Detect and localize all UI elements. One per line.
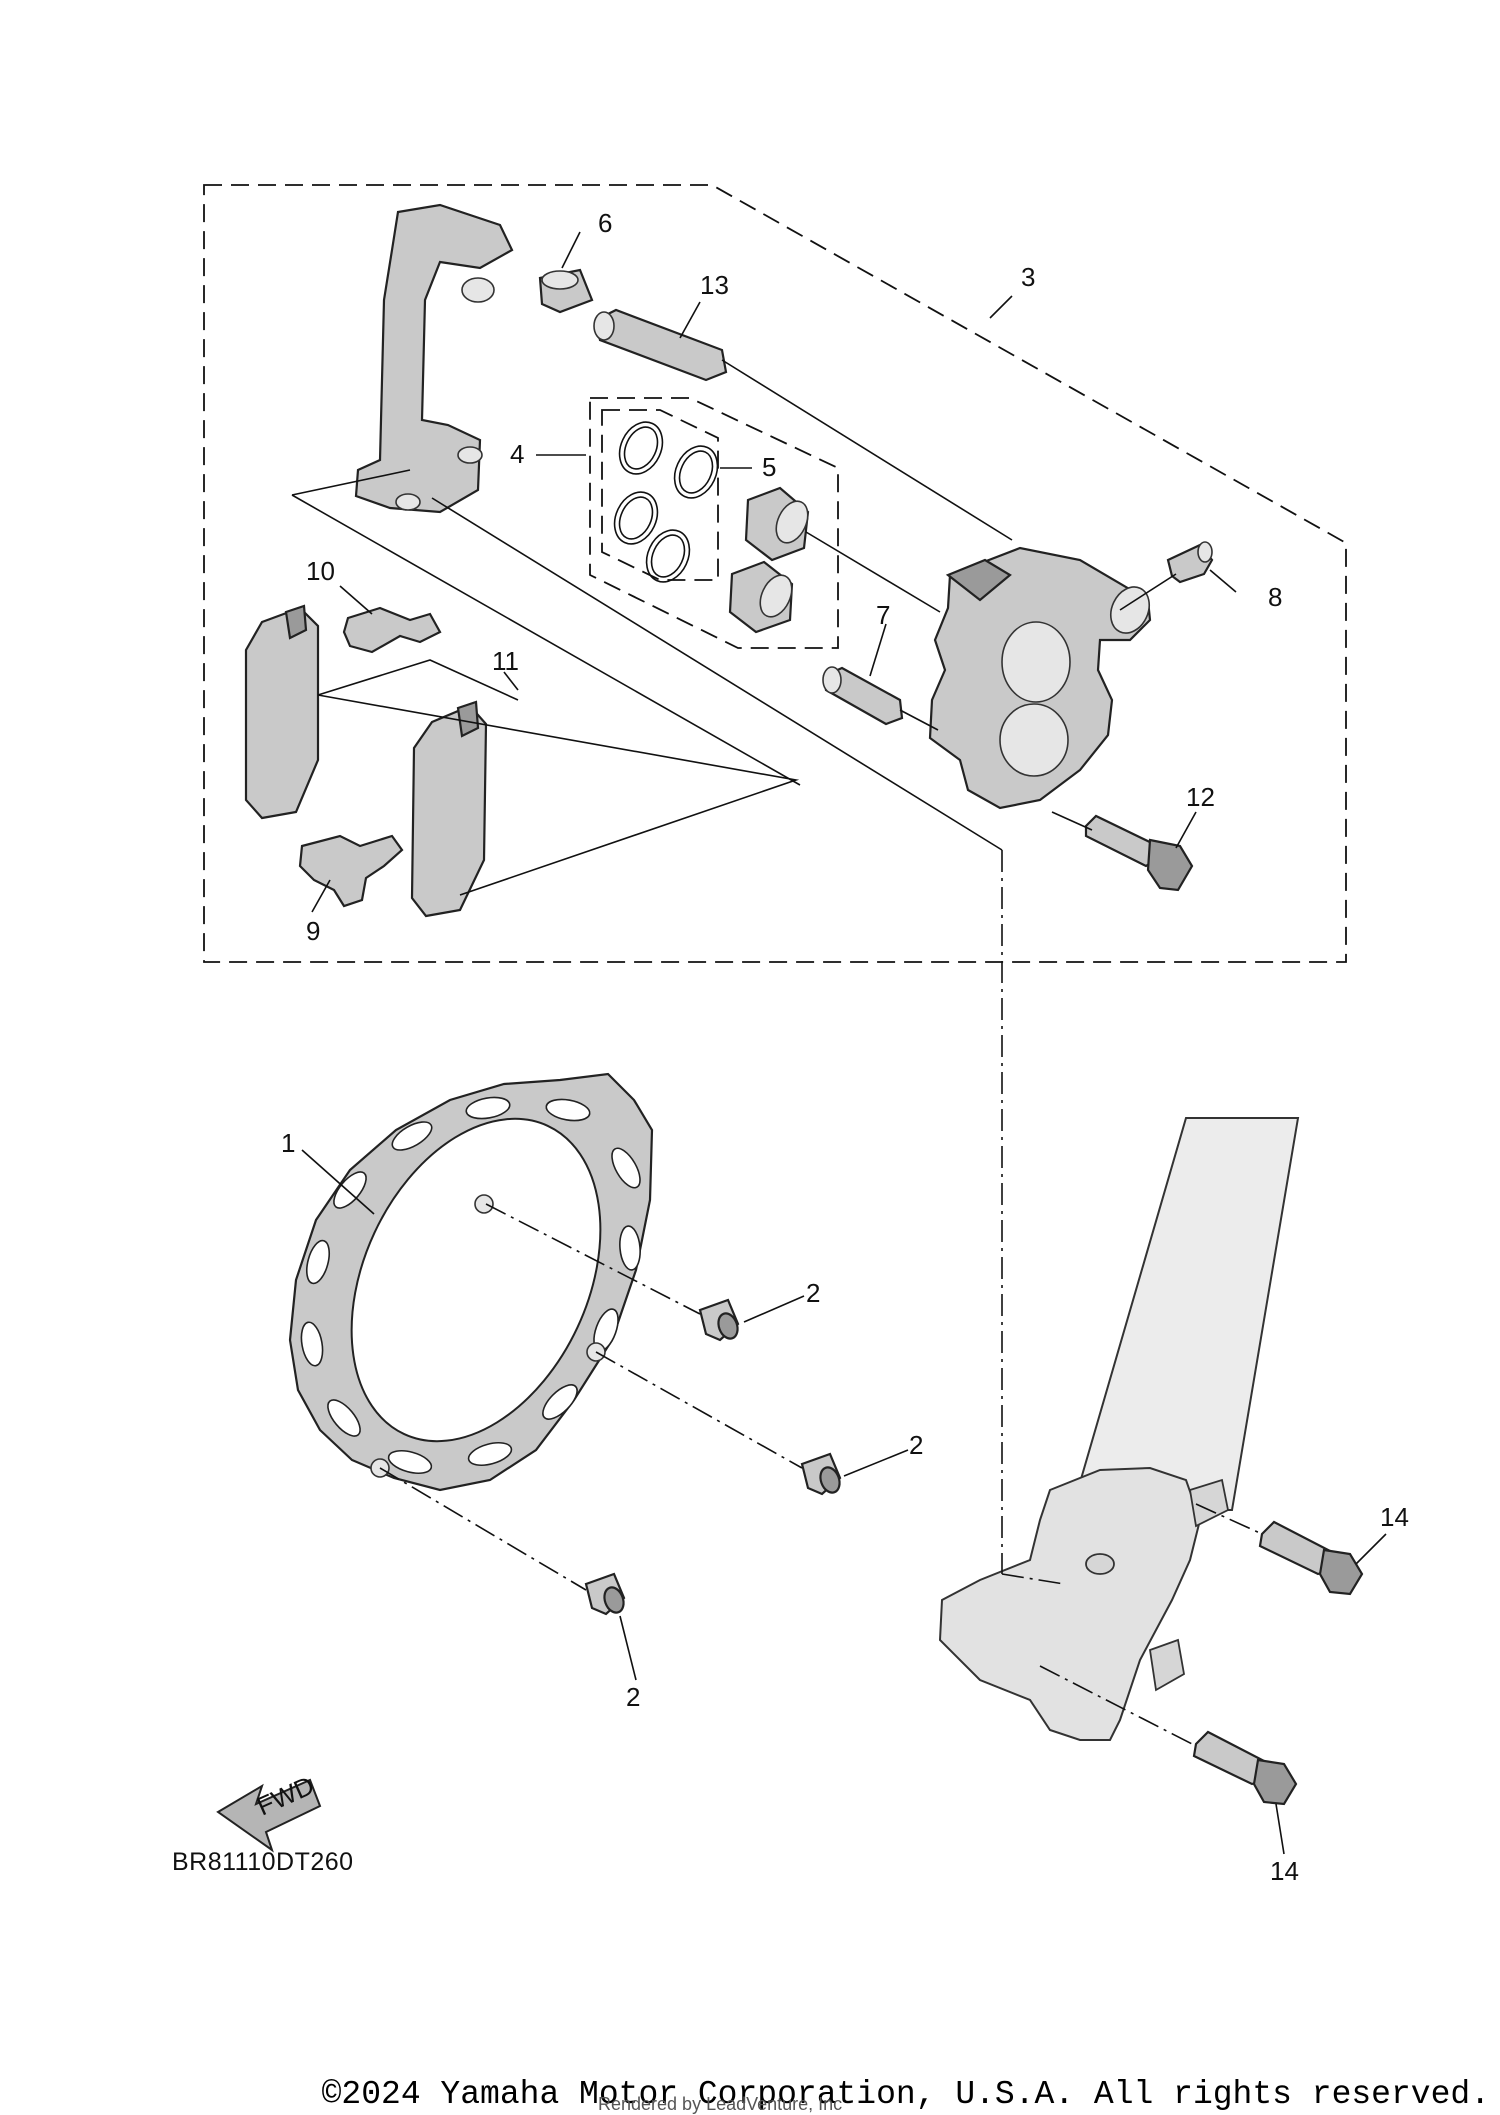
caliper-assembly-boundary — [203, 184, 1347, 963]
callout-2a: 2 — [806, 1278, 820, 1308]
brake-pad-left — [244, 604, 320, 820]
leader-lines — [291, 231, 1387, 1855]
callout-13: 13 — [700, 270, 729, 300]
seal-kit-boundary — [589, 397, 839, 649]
boot-part — [538, 268, 594, 314]
copyright-notice: ©2024 Yamaha Motor Corporation, U.S.A. A… — [321, 2076, 1490, 2113]
caliper-body — [928, 546, 1152, 810]
callout-11: 11 — [492, 646, 519, 676]
fork-leg — [938, 1117, 1300, 1741]
mounting-lines — [379, 850, 1263, 1747]
bolt-12 — [1084, 814, 1194, 892]
pad-support-9 — [298, 834, 404, 908]
callout-14b: 14 — [1270, 1856, 1299, 1886]
callout-10: 10 — [306, 556, 335, 586]
bleed-screw — [1166, 541, 1214, 584]
callout-2c: 2 — [626, 1682, 640, 1712]
caliper-bracket — [354, 203, 514, 514]
fork-bolt-a — [1258, 1520, 1364, 1596]
disc-bolt-a — [698, 1298, 740, 1342]
callout-1: 1 — [281, 1128, 295, 1158]
pin-part — [593, 308, 728, 382]
fork-bolt-b — [1192, 1730, 1298, 1806]
callout-numbers: 1 2 2 2 3 4 5 6 7 8 9 10 11 12 13 14 14 — [281, 208, 1409, 1886]
pin-part-7 — [822, 666, 904, 726]
brake-pad-right — [410, 700, 488, 918]
callout-9: 9 — [306, 916, 320, 946]
disc-slots — [300, 1096, 641, 1475]
callout-2b: 2 — [909, 1430, 923, 1460]
rendered-by-caption: Rendered by LeadVenture, Inc — [598, 2094, 843, 2114]
pistons — [728, 486, 810, 634]
callout-14a: 14 — [1380, 1502, 1409, 1532]
disc-bolt-c — [584, 1572, 626, 1616]
callout-4: 4 — [510, 439, 524, 469]
callout-12: 12 — [1186, 782, 1215, 812]
disc-bolt-b — [800, 1452, 842, 1496]
callout-7: 7 — [876, 600, 890, 630]
callout-8: 8 — [1268, 582, 1282, 612]
piston-seal-boundary — [601, 409, 719, 581]
callout-5: 5 — [762, 452, 776, 482]
callout-6: 6 — [598, 208, 612, 238]
callout-3: 3 — [1021, 262, 1035, 292]
brake-disc — [288, 1072, 654, 1492]
seal-rings — [613, 421, 719, 583]
diagram-code: BR81110DT260 — [172, 1848, 354, 1876]
pad-spring-10 — [342, 606, 442, 654]
fwd-arrow-icon: FWD — [216, 1770, 322, 1853]
